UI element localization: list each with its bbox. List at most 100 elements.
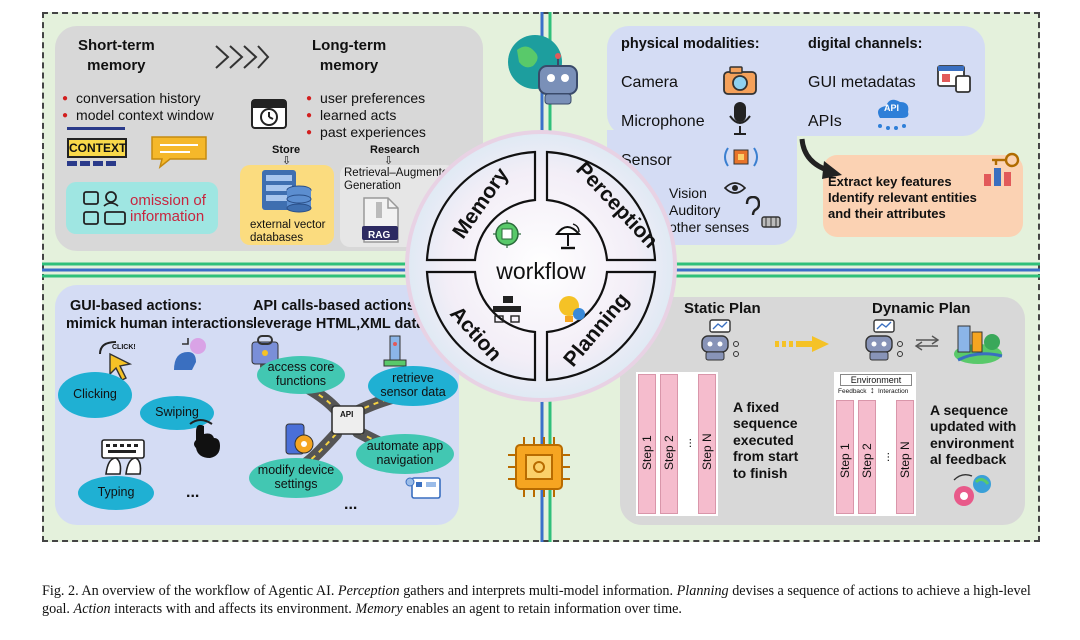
rag-title: Retrieval–Augmented Generation xyxy=(344,167,455,192)
figure-caption: Fig. 2. An overview of the workflow of A… xyxy=(42,583,1042,619)
workflow-boxes-icon xyxy=(83,191,126,225)
long-item-3: past experiences xyxy=(306,124,426,140)
store-label: Store xyxy=(272,144,301,156)
interaction-label: Interaction xyxy=(878,388,909,395)
apis-label: APIs xyxy=(808,113,842,130)
microphone-icon xyxy=(729,102,751,135)
api-ellipsis: ... xyxy=(344,496,358,513)
context-icon: CONTEXT xyxy=(67,127,127,166)
auditory-label: Auditory xyxy=(669,202,721,218)
dynamic-step-2-label: Step 2 xyxy=(860,443,874,478)
app-screen-icon xyxy=(405,477,441,499)
modify-settings-item: modify device settings xyxy=(249,458,343,498)
sensor-label: Sensor xyxy=(621,152,672,169)
gui-metadatas-label: GUI metadatas xyxy=(808,74,916,91)
gui-screen-icon xyxy=(937,65,971,93)
static-step-2-label: Step 2 xyxy=(662,435,676,470)
static-step-1-label: Step 1 xyxy=(640,435,654,470)
extract-line-1: Extract key features xyxy=(828,174,952,189)
wheel-segments xyxy=(425,150,657,382)
caption-memory-text: enables an agent to retain information o… xyxy=(402,600,682,617)
dynamic-plan-title: Dynamic Plan xyxy=(872,300,971,317)
dynamic-step-bar-1 xyxy=(836,400,854,514)
static-step-bar-n xyxy=(698,374,716,514)
caption-action: Action xyxy=(73,600,111,617)
feedback-label: Feedback xyxy=(838,388,867,395)
workflow-wheel: Memory Perception Action Planning workfl… xyxy=(405,130,677,402)
camera-icon xyxy=(723,66,757,95)
api-actions-sub: leverage HTML,XML data xyxy=(253,316,425,332)
physical-title: physical modalities: xyxy=(621,36,760,52)
ear-icon xyxy=(745,196,760,216)
dynamic-step-bar-2 xyxy=(858,400,876,514)
dynamic-step-bar-n xyxy=(896,400,914,514)
omission-text: omission of information xyxy=(130,192,206,225)
curved-arrow-icon xyxy=(799,138,842,179)
feedback-cycle-icon xyxy=(953,473,991,506)
sensor-tower-icon xyxy=(383,335,407,367)
caption-action-text: interacts with and affects its environme… xyxy=(110,600,356,617)
static-robot-icon xyxy=(701,319,739,361)
ai-head-icon xyxy=(174,338,206,370)
lightbulb-gear-icon xyxy=(559,296,585,322)
dynamic-step-n-label: Step N xyxy=(898,441,912,478)
long-item-2: learned acts xyxy=(306,107,396,123)
rag-badge: RAG xyxy=(368,230,391,241)
touch-sensor-icon xyxy=(761,216,781,228)
exchange-arrows-icon xyxy=(914,335,940,351)
phone-settings-icon xyxy=(285,423,314,455)
short-term-title: Short-term memory xyxy=(78,37,155,74)
automate-nav-item: automate app navigation xyxy=(356,434,454,474)
long-term-title: Long-term memory xyxy=(312,37,387,74)
brain-chip-icon xyxy=(493,220,521,248)
dynamic-step-ellipsis: ... xyxy=(878,451,892,462)
globe-robot-icon xyxy=(508,35,578,105)
caption-planning-text: devises a sequence of actions to achieve… xyxy=(42,583,1031,617)
omission-box xyxy=(66,182,218,234)
digital-title: digital channels: xyxy=(808,36,923,52)
environment-icon xyxy=(954,325,1003,364)
caption-perception: Perception xyxy=(337,583,400,599)
gui-actions-title: GUI-based actions: xyxy=(70,298,203,314)
short-item-2: model context window xyxy=(62,107,214,123)
forward-arrow-icon xyxy=(775,336,829,352)
long-item-1: user preferences xyxy=(306,90,425,106)
extract-panel xyxy=(823,155,1023,237)
short-item-1: conversation history xyxy=(62,90,201,106)
click-badge: CLICK! xyxy=(112,344,136,351)
api-badge: API xyxy=(884,103,900,113)
static-step-bar-2 xyxy=(660,374,678,514)
chevrons-icon xyxy=(215,45,270,69)
dynamic-robot-icon xyxy=(865,319,903,361)
research-label: Research xyxy=(370,144,420,156)
other-senses-label: other senses xyxy=(669,219,750,235)
context-label: CONTEXT xyxy=(67,138,127,158)
gui-ellipsis: ... xyxy=(186,484,200,501)
network-devices-icon xyxy=(493,296,521,323)
external-db-text: external vector databases xyxy=(250,219,326,244)
caption-prefix: Fig. 2. An overview of the workflow of A… xyxy=(42,583,338,599)
server-lock-icon xyxy=(251,335,279,365)
gui-actions-sub: mimick human interactions xyxy=(66,316,254,332)
chat-bubble-icon xyxy=(151,136,207,169)
dynamic-plan-desc: A sequence updated with environment al f… xyxy=(930,402,1017,468)
satellite-dish-icon xyxy=(555,223,582,250)
extract-line-3: and their attributes xyxy=(828,206,946,221)
access-core-item: access core functions xyxy=(257,356,345,394)
api-chip-label: API xyxy=(340,410,354,419)
extract-line-2: Identify relevant entities xyxy=(828,190,977,205)
environment-label: Environment xyxy=(840,374,912,386)
swipe-hand-icon xyxy=(189,419,220,458)
key-chart-icon xyxy=(984,152,1020,186)
sensor-icon xyxy=(724,147,758,167)
api-cloud-icon xyxy=(878,99,909,130)
cpu-chip-icon xyxy=(508,437,570,497)
microphone-label: Microphone xyxy=(621,113,705,130)
research-arrow-icon: ⇩ xyxy=(384,155,394,167)
wheel-center-label: workflow xyxy=(495,258,586,284)
store-arrow-icon: ⇩ xyxy=(282,155,292,167)
caption-perception-text: gathers and interprets multi-model infor… xyxy=(399,583,677,599)
calendar-clock-icon xyxy=(251,99,287,129)
swiping-item: Swiping xyxy=(140,396,214,430)
typing-item: Typing xyxy=(78,476,154,510)
